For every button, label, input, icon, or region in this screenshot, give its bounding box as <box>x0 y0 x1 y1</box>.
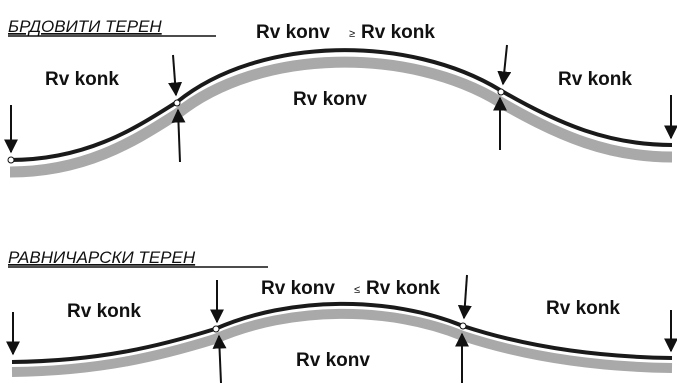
arrow-transition-2-down <box>457 274 472 320</box>
road-profile <box>11 301 673 364</box>
label-middle: Rv konv <box>296 350 370 371</box>
point-start <box>7 156 15 164</box>
point-transition-1 <box>173 99 181 107</box>
label-relation: ≥ <box>349 28 355 40</box>
arrow-transition-1-up <box>212 334 227 384</box>
point-transition-2 <box>497 88 505 96</box>
label-right: Rv konk <box>558 69 632 90</box>
label-middle: Rv konv <box>293 89 367 110</box>
panel-title: БРДОВИТИ ТЕРЕН <box>8 17 162 36</box>
label-relation: ≤ <box>354 284 360 296</box>
arrow-transition-1-up <box>171 108 186 163</box>
panel-title: РАВНИЧАРСКИ ТЕРЕН <box>8 248 196 267</box>
road-profile <box>9 48 673 162</box>
label-left: Rv konk <box>45 69 119 90</box>
label-top-a: Rv konv <box>261 278 335 299</box>
point-transition-2 <box>459 322 467 330</box>
point-transition-1 <box>212 325 220 333</box>
arrow-transition-2-down <box>497 44 512 86</box>
label-left: Rv konk <box>67 301 141 322</box>
label-top-b: Rv konk <box>361 22 435 43</box>
arrow-transition-1-down <box>168 54 183 97</box>
road-base <box>11 308 673 377</box>
label-top-a: Rv konv <box>256 22 330 43</box>
label-top-b: Rv konk <box>366 278 440 299</box>
panel-hilly: БРДОВИТИ ТЕРЕН Rv konk Rv konv ≥ Rv konk… <box>4 17 677 178</box>
panel-flat: РАВНИЧАРСКИ ТЕРЕН Rv konk Rv konv ≤ Rv k… <box>6 248 677 384</box>
road-base <box>9 56 673 178</box>
label-right: Rv konk <box>546 298 620 319</box>
